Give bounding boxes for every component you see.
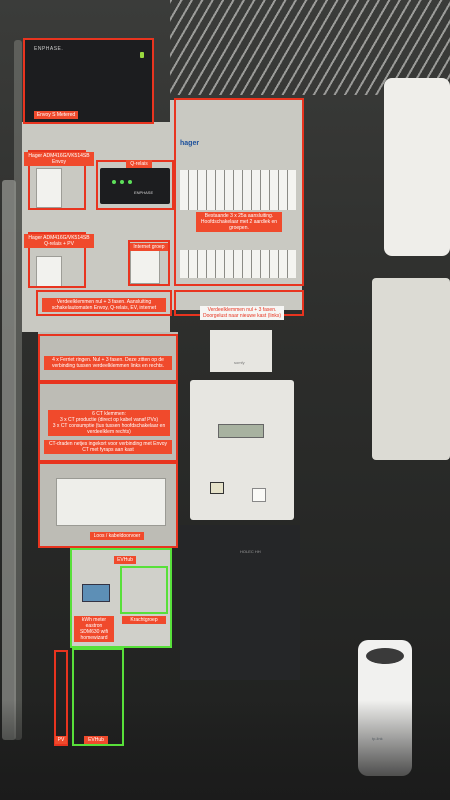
evhub-annotation-box	[70, 548, 172, 648]
q-relais-enphase-text: ENPHASE	[134, 190, 154, 195]
label-krachtgroep: Krachtgroep	[122, 616, 166, 624]
ct-annotation-box	[38, 380, 178, 462]
envoy-breaker	[36, 168, 62, 208]
wall-box-right	[372, 278, 450, 460]
pv-annotation-box	[54, 650, 68, 746]
label-envoy-s-metered: Envoy S Metered	[34, 111, 78, 119]
second-breaker-row	[180, 250, 296, 278]
q-relais-led-3	[128, 180, 132, 184]
tp-link-top	[366, 648, 404, 664]
label-verdeelklemmen-right: Verdeelklemmen nul + 3 fasen. Doorgelust…	[200, 306, 284, 320]
q-relais-device: ENPHASE	[100, 168, 170, 204]
meter-warning-sticker	[210, 482, 224, 494]
label-kwh-meter: kWh meter eastron SDM630 wifi homewizard	[74, 616, 114, 642]
holec-text: HOLEC HH	[240, 549, 261, 554]
ferriet-annotation-box	[38, 334, 178, 384]
label-internet-groep: Internet groep	[130, 243, 168, 251]
label-hager-q-relais-pv: Hager ADM416G/VK514SB Q-relais + PV	[24, 234, 94, 248]
wifi-router-wall	[384, 78, 450, 256]
main-board-annotation-box	[174, 98, 304, 286]
enphase-envoy-device: ENPHASE.	[24, 40, 154, 122]
loos-annotation-box	[38, 462, 178, 548]
meter-display	[218, 424, 264, 438]
label-bestaande: Bestaande 3 x 25a aansluiting. Hoofdscha…	[196, 212, 282, 232]
somfy-text: somfy	[234, 360, 245, 365]
kwh-meter-display	[82, 584, 110, 602]
label-evhub-bottom: EVHub	[84, 736, 108, 744]
pv-breaker	[36, 256, 62, 288]
label-pv: PV	[55, 736, 67, 744]
hager-envoy-annotation-box	[28, 150, 86, 210]
electricity-meter	[190, 380, 294, 520]
q-relais-led-1	[112, 180, 116, 184]
label-hager-envoy: Hager ADM416G/VK514SB Envoy	[24, 152, 94, 166]
label-evhub-top: EVHub	[114, 556, 136, 564]
krachtgroep-annotation-box	[120, 566, 168, 614]
label-verdeelklemmen-left: Verdeelklemmen nul + 3 fasen. Aansluitin…	[42, 298, 166, 312]
q-relais-led-2	[120, 180, 124, 184]
internet-annotation-box	[128, 240, 170, 286]
holec-cabinet: HOLEC HH	[180, 525, 300, 680]
cable-bundle-left-2	[14, 40, 22, 740]
enphase-logo-text: ENPHASE.	[34, 46, 64, 52]
somfy-device: somfy	[210, 330, 272, 372]
fuse-chart-sheet	[56, 478, 166, 526]
floor	[0, 700, 450, 800]
evhub-bottom-annotation-box	[72, 648, 124, 746]
hager-logo-text: hager	[180, 140, 200, 147]
meter-port	[252, 488, 266, 502]
hager-pv-annotation-box	[28, 232, 86, 288]
label-ct-klemmen: 6 CT klemmen: 3 x CT productie (direct o…	[48, 410, 170, 436]
label-loos: Loos / kabeldoorvoer	[90, 532, 144, 540]
envoy-led	[140, 52, 144, 58]
cable-bundle-left	[2, 180, 16, 740]
label-ct-draden: CT-draden netjes ingekort voor verbindin…	[44, 440, 172, 454]
verdeelklemmen-left-box	[36, 290, 172, 316]
main-breaker-row	[180, 170, 296, 210]
envoy-annotation-box	[23, 38, 154, 124]
label-q-relais: Q-relais	[126, 160, 152, 168]
label-ferriet: 4 x Ferriet ringen. Nul + 3 fasen. Deze …	[44, 356, 172, 370]
